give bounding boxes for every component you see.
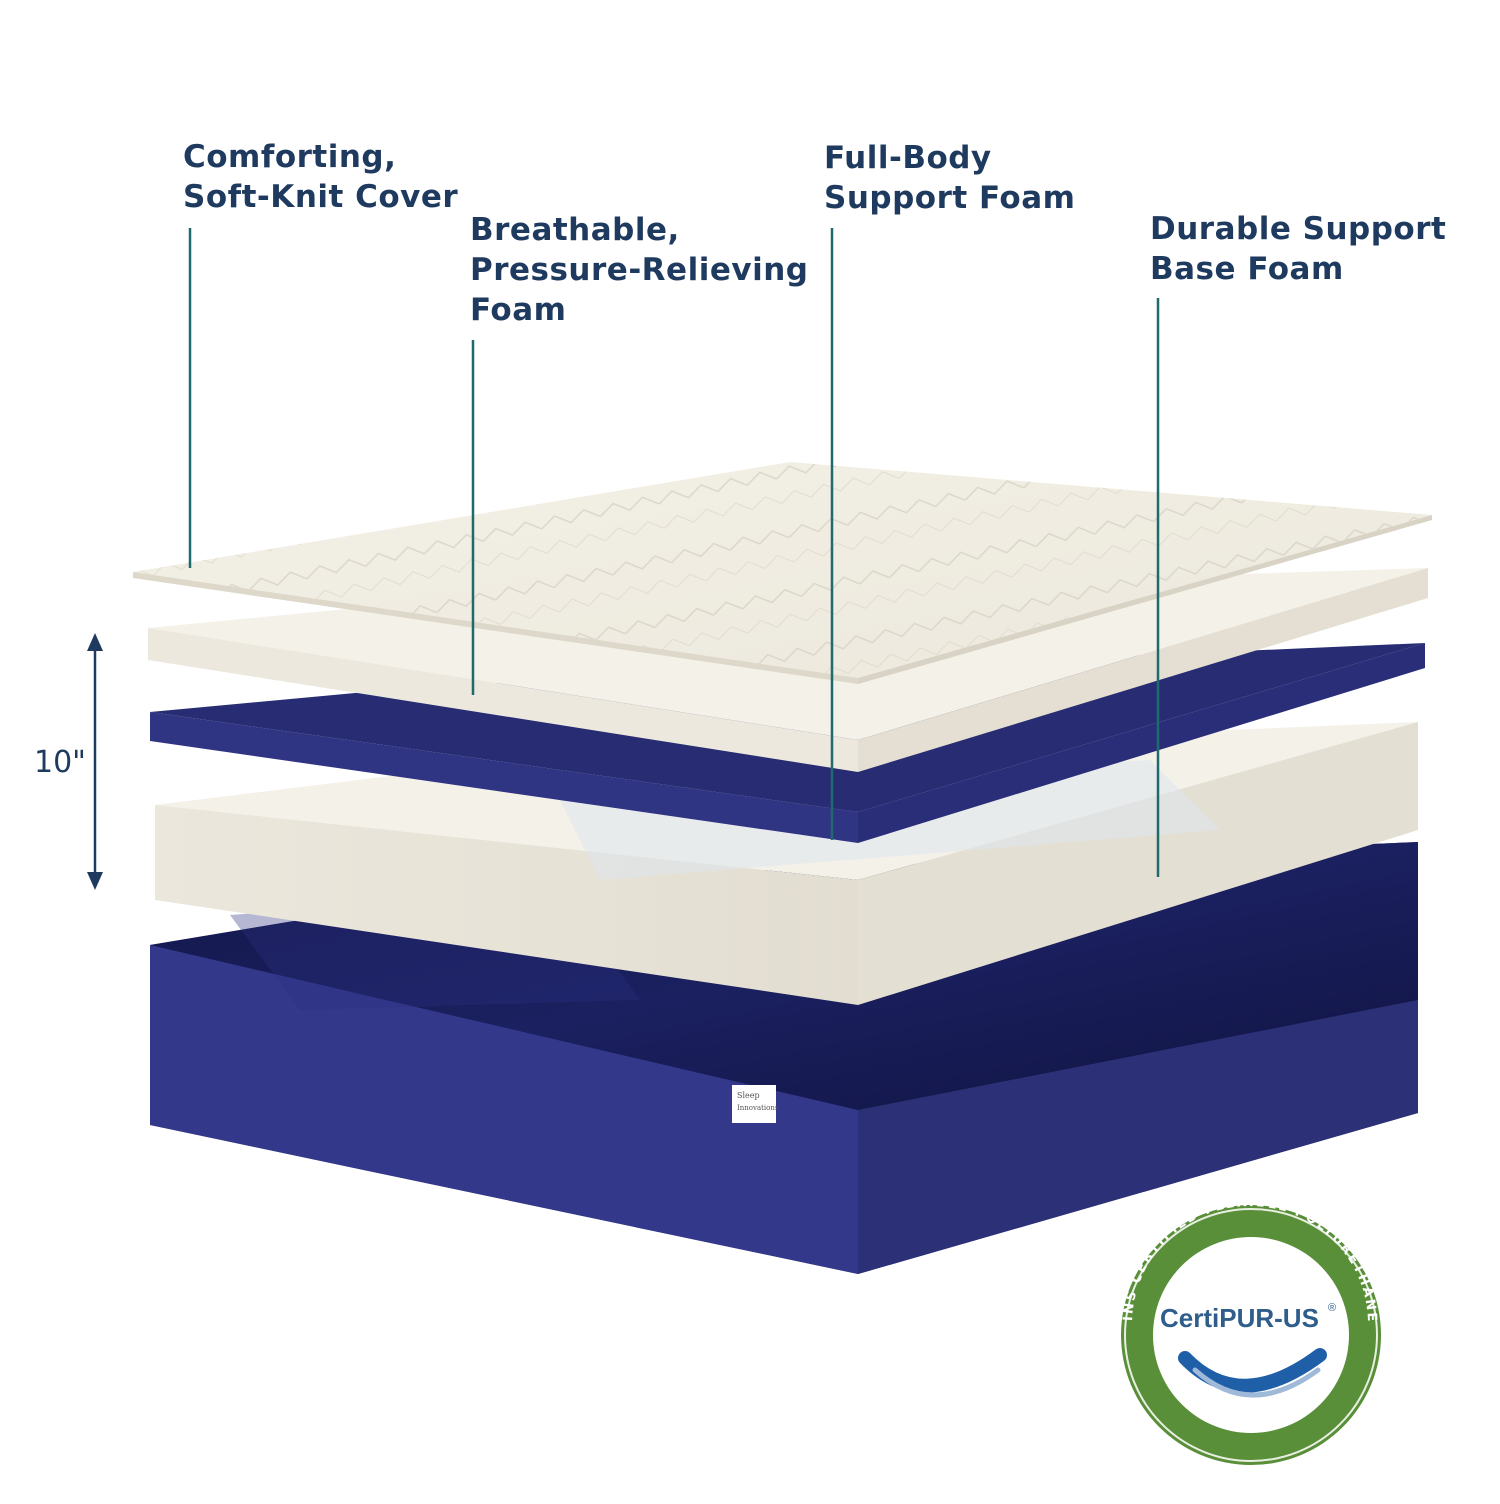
brand-tag-line-2: Innovations [737, 1104, 779, 1112]
label-support-foam: Full-Body Support Foam [824, 140, 1076, 216]
label-knit-cover: Comforting, Soft-Knit Cover [183, 139, 459, 215]
badge-registered-mark: ® [1328, 1302, 1336, 1314]
knit-cover-layer [133, 462, 1432, 684]
badge-brand-name: CertiPUR-US [1160, 1303, 1319, 1333]
brand-tag-line-1: Sleep [737, 1091, 760, 1100]
leader-lines [188, 228, 1160, 877]
label-base-foam: Durable Support Base Foam [1150, 211, 1447, 287]
label-comfort-foam: Breathable, Pressure-Relieving Foam [470, 212, 809, 328]
height-arrow [87, 633, 103, 890]
brand-tag: Sleep Innovations [732, 1085, 779, 1123]
height-label: 10" [34, 745, 86, 780]
